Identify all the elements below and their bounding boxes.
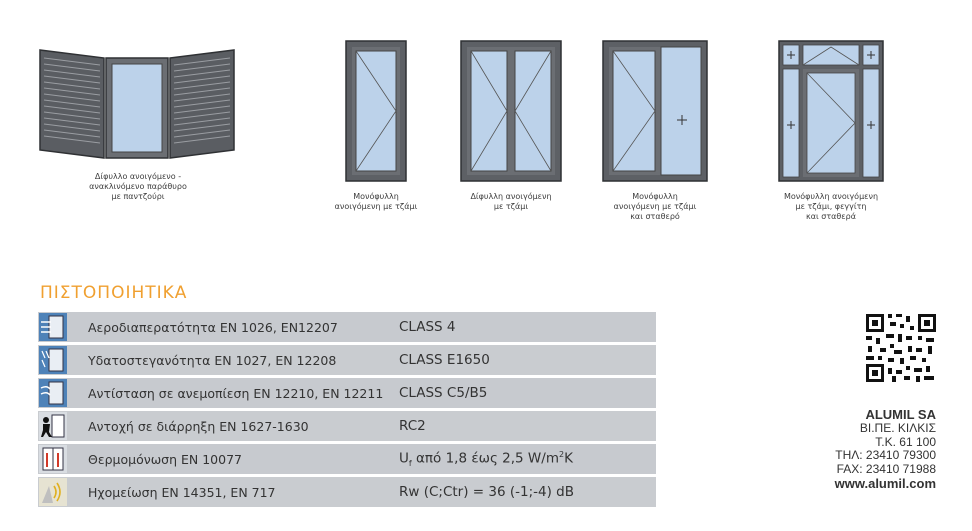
cert-value: CLASS C5/B5	[399, 385, 488, 401]
burglar-resistance-icon	[39, 412, 67, 440]
certificates-title: ΠΙΣΤΟΠΟΙΗΤΙΚΑ	[40, 283, 188, 303]
thermal-insulation-icon	[39, 445, 67, 473]
product-caption: Μονόφυλλη ανοιγόμενη με τζάμι	[334, 192, 418, 211]
cert-value: RC2	[399, 418, 426, 434]
double-door-icon	[460, 40, 562, 182]
company-website-link[interactable]: www.alumil.com	[834, 476, 936, 491]
sound-insulation-icon	[39, 478, 67, 506]
company-postcode: Τ.Κ. 61 100	[875, 434, 936, 449]
door-with-transom-and-fixed-icon	[778, 40, 884, 182]
table-row: Αντίσταση σε ανεμοπίεση EN 12210, EN 122…	[38, 378, 656, 408]
company-name: ALUMIL SA	[865, 407, 936, 422]
qr-code-icon	[864, 312, 938, 388]
product-caption: Δίφυλλο ανοιγόμενο - ανακλινόμενο παράθυ…	[89, 172, 187, 201]
product-caption: Μονόφυλλη ανοιγόμενη με τζάμι και σταθερ…	[613, 192, 697, 221]
cert-name: Θερμομόνωση EN 10077	[88, 451, 242, 467]
product-caption: Μονόφυλλη ανοιγόμενη με τζάμι, φεγγίτη κ…	[783, 192, 879, 221]
certificates-table: Αεροδιαπερατότητα EN 1026, EN12207 CLASS…	[38, 312, 656, 510]
water-tightness-icon	[39, 346, 67, 374]
table-row: Αεροδιαπερατότητα EN 1026, EN12207 CLASS…	[38, 312, 656, 342]
table-row: Υδατοστεγανότητα EN 1027, EN 12208 CLASS…	[38, 345, 656, 375]
air-permeability-icon	[39, 313, 67, 341]
table-row: Θερμομόνωση EN 10077 Uf από 1,8 έως 2,5 …	[38, 444, 656, 474]
cert-name: Αεροδιαπερατότητα EN 1026, EN12207	[88, 319, 338, 335]
cert-value: Uf από 1,8 έως 2,5 W/m2K	[399, 449, 573, 469]
table-row: Ηχομείωση EN 14351, EN 717 Rw (C;Ctr) = …	[38, 477, 656, 507]
cert-value: CLASS 4	[399, 319, 456, 335]
table-row: Αντοχή σε διάρρηξη EN 1627-1630 RC2	[38, 411, 656, 441]
company-phone: ΤΗΛ: 23410 79300	[835, 448, 936, 462]
cert-name: Ηχομείωση EN 14351, EN 717	[88, 484, 276, 500]
wind-resistance-icon	[39, 379, 67, 407]
product-caption: Δίφυλλη ανοιγόμενη με τζάμι	[470, 192, 552, 211]
cert-name: Αντοχή σε διάρρηξη EN 1627-1630	[88, 418, 309, 434]
company-info: ALUMIL SA ΒΙ.ΠΕ. ΚΙΛΚΙΣ Τ.Κ. 61 100 ΤΗΛ:…	[834, 407, 936, 492]
cert-value: CLASS E1650	[399, 352, 490, 368]
window-with-shutters-icon	[38, 48, 238, 163]
cert-name: Αντίσταση σε ανεμοπίεση EN 12210, EN 122…	[88, 385, 384, 401]
cert-name: Υδατοστεγανότητα EN 1027, EN 12208	[88, 352, 337, 368]
company-fax: FAX: 23410 71988	[836, 461, 936, 476]
single-door-icon	[345, 40, 407, 182]
door-with-fixed-panel-icon	[602, 40, 708, 182]
cert-value: Rw (C;Ctr) = 36 (-1;-4) dB	[399, 484, 574, 500]
company-address: ΒΙ.ΠΕ. ΚΙΛΚΙΣ	[859, 421, 936, 435]
